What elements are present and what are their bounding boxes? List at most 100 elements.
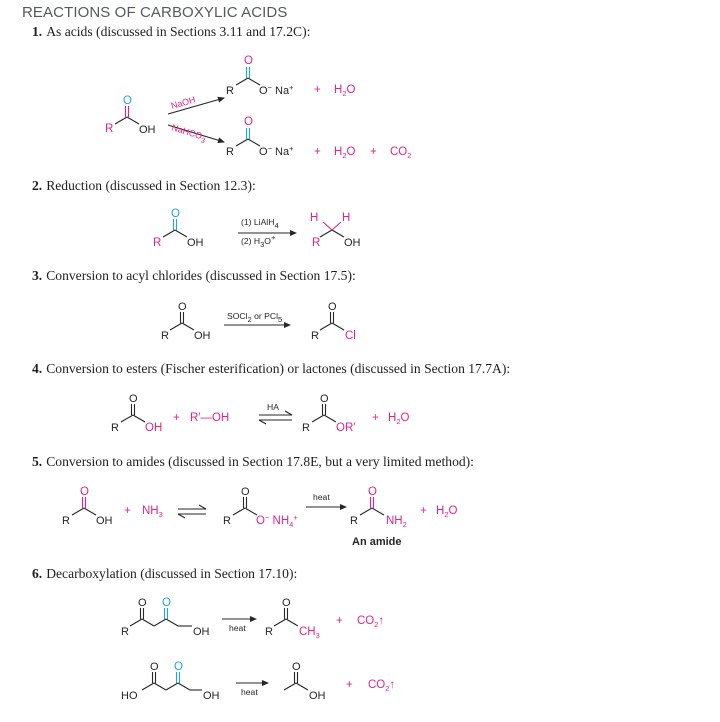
rxn4-ester xyxy=(311,404,337,423)
atom-r: R xyxy=(265,626,273,638)
atom-oh: OH xyxy=(187,237,204,249)
atom-oh: OH xyxy=(193,626,210,638)
atom-o: O xyxy=(178,301,187,313)
rxn1-salt-bottom xyxy=(235,128,261,147)
plus-sign: + xyxy=(346,679,353,691)
rxn6-beta-keto-acid xyxy=(129,608,192,627)
amide-nh2: NH2 xyxy=(386,515,407,529)
rxn1-acid xyxy=(114,106,140,125)
atom-o: O xyxy=(282,597,291,609)
rxn5-amide xyxy=(359,497,385,516)
page-title: REACTIONS OF CARBOXYLIC ACIDS xyxy=(22,4,288,21)
rxn2-acid xyxy=(162,219,188,238)
up-arrow-icon: ↑ xyxy=(378,615,384,627)
atom-o: O xyxy=(244,116,253,128)
atom-r: R xyxy=(226,85,234,97)
atom-o: O xyxy=(138,597,147,609)
plus-sign: + xyxy=(372,412,379,424)
equilibrium-arrows-4 xyxy=(258,410,293,425)
co2-label: CO2 xyxy=(390,146,411,160)
atom-oh: OH xyxy=(203,690,220,702)
section-6-heading: 6.Decarboxylation (discussed in Section … xyxy=(32,566,298,581)
rxn4-acid xyxy=(120,404,146,423)
amide-caption: An amide xyxy=(352,536,402,548)
section-2-heading: 2.Reduction (discussed in Section 12.3): xyxy=(32,178,256,193)
atom-ho: HO xyxy=(121,690,138,702)
plus-sign: + xyxy=(173,412,180,424)
section-4-heading: 4.Conversion to esters (Fischer esterifi… xyxy=(32,361,511,376)
ammonium-carboxylate: O− NH4+ xyxy=(256,513,298,529)
atom-h: H xyxy=(342,212,350,224)
reagent-h3o: (2) H3O+ xyxy=(241,233,276,249)
atom-oh: OH xyxy=(309,690,326,702)
atom-oh: OH xyxy=(145,422,162,434)
water-label: H2O xyxy=(334,146,355,160)
atom-oh: OH xyxy=(344,237,361,249)
rxn6-malonic-acid xyxy=(141,672,202,691)
atom-r: R xyxy=(161,330,169,342)
atom-o: O xyxy=(244,55,253,67)
atom-o: O xyxy=(292,661,301,673)
atom-o: O xyxy=(129,393,138,405)
section-3-heading: 3.Conversion to acyl chlorides (discusse… xyxy=(32,268,356,283)
atom-r: R xyxy=(226,146,234,158)
reagent-heat: heat xyxy=(313,492,330,502)
atom-r: R xyxy=(153,237,161,249)
alcohol-r-prime-oh: R′—OH xyxy=(190,412,229,424)
co2-evolved: CO2↑ xyxy=(368,679,395,693)
rxn6-acetic-acid xyxy=(283,672,309,691)
atom-r: R xyxy=(62,515,70,527)
water-label: H2O xyxy=(388,412,409,426)
rxn3-acid xyxy=(169,312,195,331)
atom-oh: OH xyxy=(139,124,156,136)
atom-or-prime: OR′ xyxy=(336,422,355,434)
atom-r: R xyxy=(121,626,129,638)
reagent-nahco3: NaHCO3 xyxy=(170,122,208,145)
atom-o: O xyxy=(368,486,377,498)
nahco3-arrow xyxy=(167,124,225,144)
up-arrow-icon: ↑ xyxy=(389,679,395,691)
rxn3-acyl-chloride xyxy=(319,312,345,331)
atom-oh: OH xyxy=(194,330,211,342)
plus-sign: + xyxy=(336,615,343,627)
water-label: H2O xyxy=(436,505,457,519)
carboxylate-label: O− Na+ xyxy=(259,144,294,158)
atom-o: O xyxy=(171,208,180,220)
plus-sign: + xyxy=(124,505,131,517)
reagent-heat: heat xyxy=(241,687,258,697)
atom-o: O xyxy=(150,661,159,673)
rxn6-ketone xyxy=(273,608,299,627)
plus-sign: + xyxy=(420,505,427,517)
rxn5-acid xyxy=(71,497,97,516)
naoh-arrow xyxy=(167,96,225,115)
reagent-heat: heat xyxy=(229,623,246,633)
rxn5-ammonium-salt xyxy=(232,497,258,516)
atom-o: O xyxy=(80,486,89,498)
atom-o: O xyxy=(328,301,337,313)
atom-o: O xyxy=(174,661,183,673)
plus-sign: + xyxy=(370,146,377,158)
water-label: H2O xyxy=(334,84,355,98)
atom-cl: Cl xyxy=(345,330,356,342)
atom-h: H xyxy=(310,212,318,224)
atom-r: R xyxy=(223,515,231,527)
rxn1-salt-top xyxy=(235,67,261,86)
plus-sign: + xyxy=(314,84,321,96)
atom-o: O xyxy=(241,486,250,498)
atom-r: R xyxy=(312,237,320,249)
atom-r: R xyxy=(111,422,119,434)
rxn2-alcohol xyxy=(319,221,345,238)
atom-r: R xyxy=(311,330,319,342)
plus-sign: + xyxy=(314,146,321,158)
reagent-socl2-pcl5: SOCl2 or PCl5 xyxy=(227,311,282,324)
section-5-heading: 5.Conversion to amides (discussed in Sec… xyxy=(32,454,474,469)
section-1-heading: 1.As acids (discussed in Sections 3.11 a… xyxy=(32,24,311,39)
reagent-naoh: NaOH xyxy=(170,94,197,111)
reagent-ha: HA xyxy=(267,402,279,412)
atom-r: R xyxy=(105,123,113,135)
reagent-lialh4: (1) LiAlH4 xyxy=(241,217,279,230)
atom-r: R xyxy=(302,422,310,434)
atom-o: O xyxy=(320,393,329,405)
